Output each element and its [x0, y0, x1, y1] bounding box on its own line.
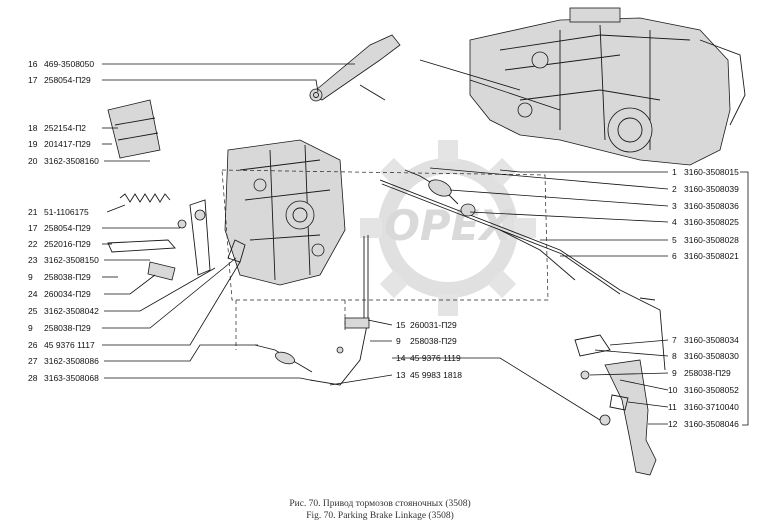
callout-code: 3160-3508028	[684, 235, 739, 245]
callout-code: 3160-3508034	[684, 335, 739, 345]
callout-num: 10	[668, 385, 678, 395]
callout-num: 9	[396, 336, 401, 346]
callout-num: 13	[396, 370, 406, 380]
figure-caption: Рис. 70. Привод тормозов стояночных (350…	[289, 498, 470, 521]
engine-bracket-illustration	[224, 139, 346, 286]
body-outline	[221, 169, 549, 350]
callout-num: 1	[672, 167, 677, 177]
callout-num: 19	[28, 139, 38, 149]
callout-code: 258038-П29	[44, 272, 91, 282]
callout-num: 24	[28, 289, 38, 299]
callouts-left: 16 469-3508050 17 258054-П29 18 252154-П…	[28, 59, 99, 383]
callouts-center: 15 260031-П29 9 258038-П29 14 45 9376 11…	[396, 320, 462, 380]
callout-code: 258038-П29	[410, 336, 457, 346]
callout-num: 16	[28, 59, 38, 69]
callout-code: 45 9983 1818	[410, 370, 462, 380]
callout-num: 9	[28, 323, 33, 333]
callout-code: 252154-П2	[44, 123, 86, 133]
callout-code: 260031-П29	[410, 320, 457, 330]
callout-num: 17	[28, 75, 38, 85]
callout-code: 201417-П29	[44, 139, 91, 149]
callout-num: 9	[28, 272, 33, 282]
parking-lever-16	[309, 34, 401, 102]
callout-num: 3	[672, 201, 677, 211]
callout-code: 3162-3508086	[44, 356, 99, 366]
callout-num: 7	[672, 335, 677, 345]
callout-num: 11	[668, 402, 677, 412]
callout-code: 3160-3508036	[684, 201, 739, 211]
callout-code: 3160-3508021	[684, 251, 739, 261]
callout-num: 21	[28, 207, 38, 217]
callout-num: 25	[28, 306, 38, 316]
callout-code: 3160-3508030	[684, 351, 739, 361]
callout-code: 260034-П29	[44, 289, 91, 299]
callout-num: 28	[28, 373, 38, 383]
center-cable	[254, 235, 370, 386]
callout-code: 45 9376 1119	[410, 353, 461, 363]
callout-num: 9	[672, 368, 677, 378]
leader-lines-left	[102, 63, 355, 381]
callout-code: 258038-П29	[684, 368, 731, 378]
callout-num: 4	[672, 217, 677, 227]
callout-num: 6	[672, 251, 677, 261]
callout-num: 27	[28, 356, 38, 366]
callout-code: 3162-3508042	[44, 306, 99, 316]
callout-num: 5	[672, 235, 677, 245]
callout-num: 17	[28, 223, 38, 233]
callout-code: 258038-П29	[44, 323, 91, 333]
callout-num: 15	[396, 320, 406, 330]
callout-num: 20	[28, 156, 38, 166]
callout-code: 3163-3508068	[44, 373, 99, 383]
callout-code: 51-1106175	[44, 207, 89, 217]
leader-lines-right	[429, 167, 749, 426]
callout-code: 252016-П29	[44, 239, 91, 249]
callout-code: 3160-3508025	[684, 217, 739, 227]
callout-code: 469-3508050	[44, 59, 94, 69]
callout-code: 3160-3508052	[684, 385, 739, 395]
callout-num: 8	[672, 351, 677, 361]
intermediate-lever-parts	[107, 199, 246, 281]
callout-code: 3162-3508160	[44, 156, 99, 166]
callout-code: 258054-П29	[44, 75, 91, 85]
return-spring-21	[119, 193, 171, 203]
leader-lines-center	[329, 319, 601, 421]
callout-code: 3160-3508015	[684, 167, 739, 177]
callouts-right: 1 3160-3508015 2 3160-3508039 3 3160-350…	[668, 167, 739, 429]
callout-num: 22	[28, 239, 38, 249]
caption-ru: Рис. 70. Привод тормозов стояночных (350…	[289, 498, 470, 509]
svg-text:OPEX: OPEX	[384, 201, 514, 250]
callout-num: 14	[396, 353, 406, 363]
callout-code: 258054-П29	[44, 223, 91, 233]
callout-num: 23	[28, 255, 38, 265]
rear-cable	[379, 169, 666, 371]
callout-code: 3160-3710040	[684, 402, 739, 412]
callout-num: 26	[28, 340, 38, 350]
rear-lever-assembly	[574, 297, 657, 476]
callout-code: 3160-3508039	[684, 184, 739, 194]
gearbox-illustration	[419, 7, 746, 166]
mount-bracket	[107, 99, 161, 159]
callout-num: 12	[668, 419, 678, 429]
callout-code: 45 9376 1117	[44, 340, 95, 350]
callout-code: 3162-3508150	[44, 255, 99, 265]
watermark-logo: OPEX	[360, 140, 536, 316]
callout-code: 3160-3508046	[684, 419, 739, 429]
callout-num: 18	[28, 123, 38, 133]
caption-en: Fig. 70. Parking Brake Linkage (3508)	[306, 510, 454, 521]
callout-num: 2	[672, 184, 677, 194]
